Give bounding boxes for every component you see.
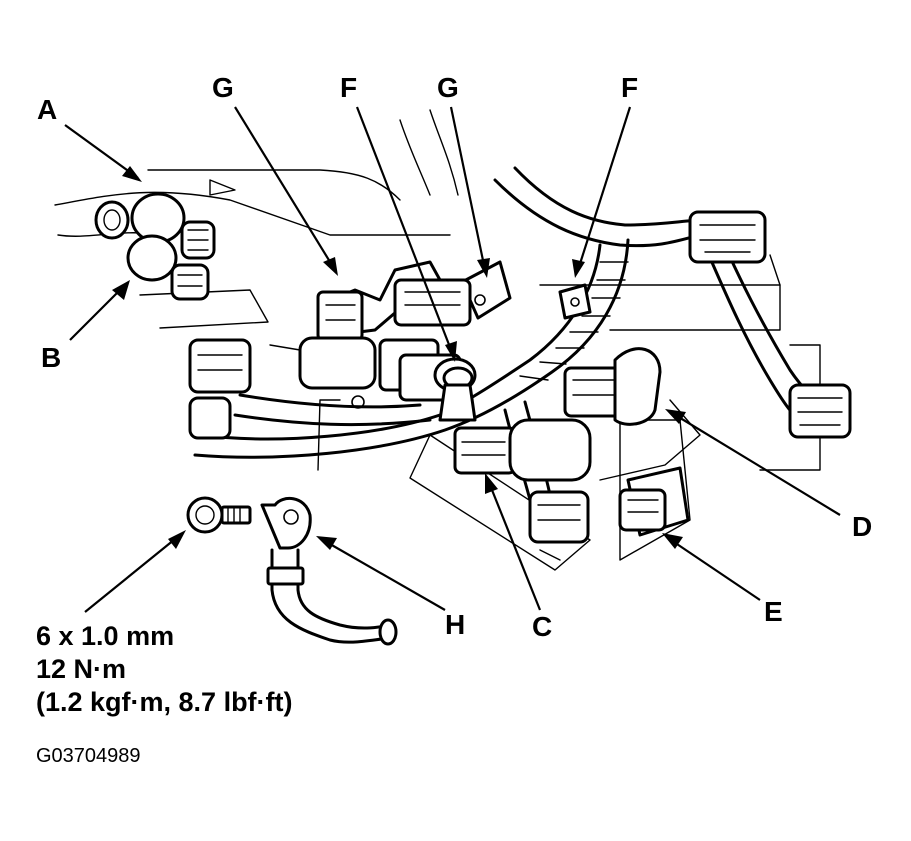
component-d: [563, 347, 662, 426]
torque-spec: 6 x 1.0 mm 12 N·m (1.2 kgf·m, 8.7 lbf·ft…: [36, 620, 293, 719]
clip-f-center: [438, 366, 477, 422]
component-c: [453, 418, 592, 544]
engine-outline: [54, 109, 821, 571]
callout-g-left: G: [212, 72, 234, 103]
clip-f-right: [558, 283, 592, 320]
torque-nm: 12 N·m: [36, 654, 127, 684]
callout-e: E: [764, 596, 783, 627]
bolt: [186, 496, 252, 534]
callout-h: H: [445, 609, 466, 640]
connector-lower-right: [788, 383, 852, 439]
callout-d: D: [852, 511, 873, 542]
component-a-b: [94, 192, 216, 301]
callout-f-left: F: [340, 72, 358, 103]
ground-terminal-h: [260, 496, 398, 646]
callout-b: B: [41, 342, 62, 373]
callout-g-right: G: [437, 72, 459, 103]
callout-c: C: [532, 611, 553, 642]
connector-left: [188, 338, 252, 440]
torque-alt-units: (1.2 kgf·m, 8.7 lbf·ft): [36, 687, 293, 717]
figure-id: G03704989: [36, 745, 141, 767]
callout-a: A: [37, 94, 58, 125]
leader-lines: [64, 106, 841, 613]
connector-top-right: [688, 210, 767, 264]
component-e: [618, 466, 690, 537]
bolt-size: 6 x 1.0 mm: [36, 621, 175, 651]
callout-f-right: F: [621, 72, 639, 103]
